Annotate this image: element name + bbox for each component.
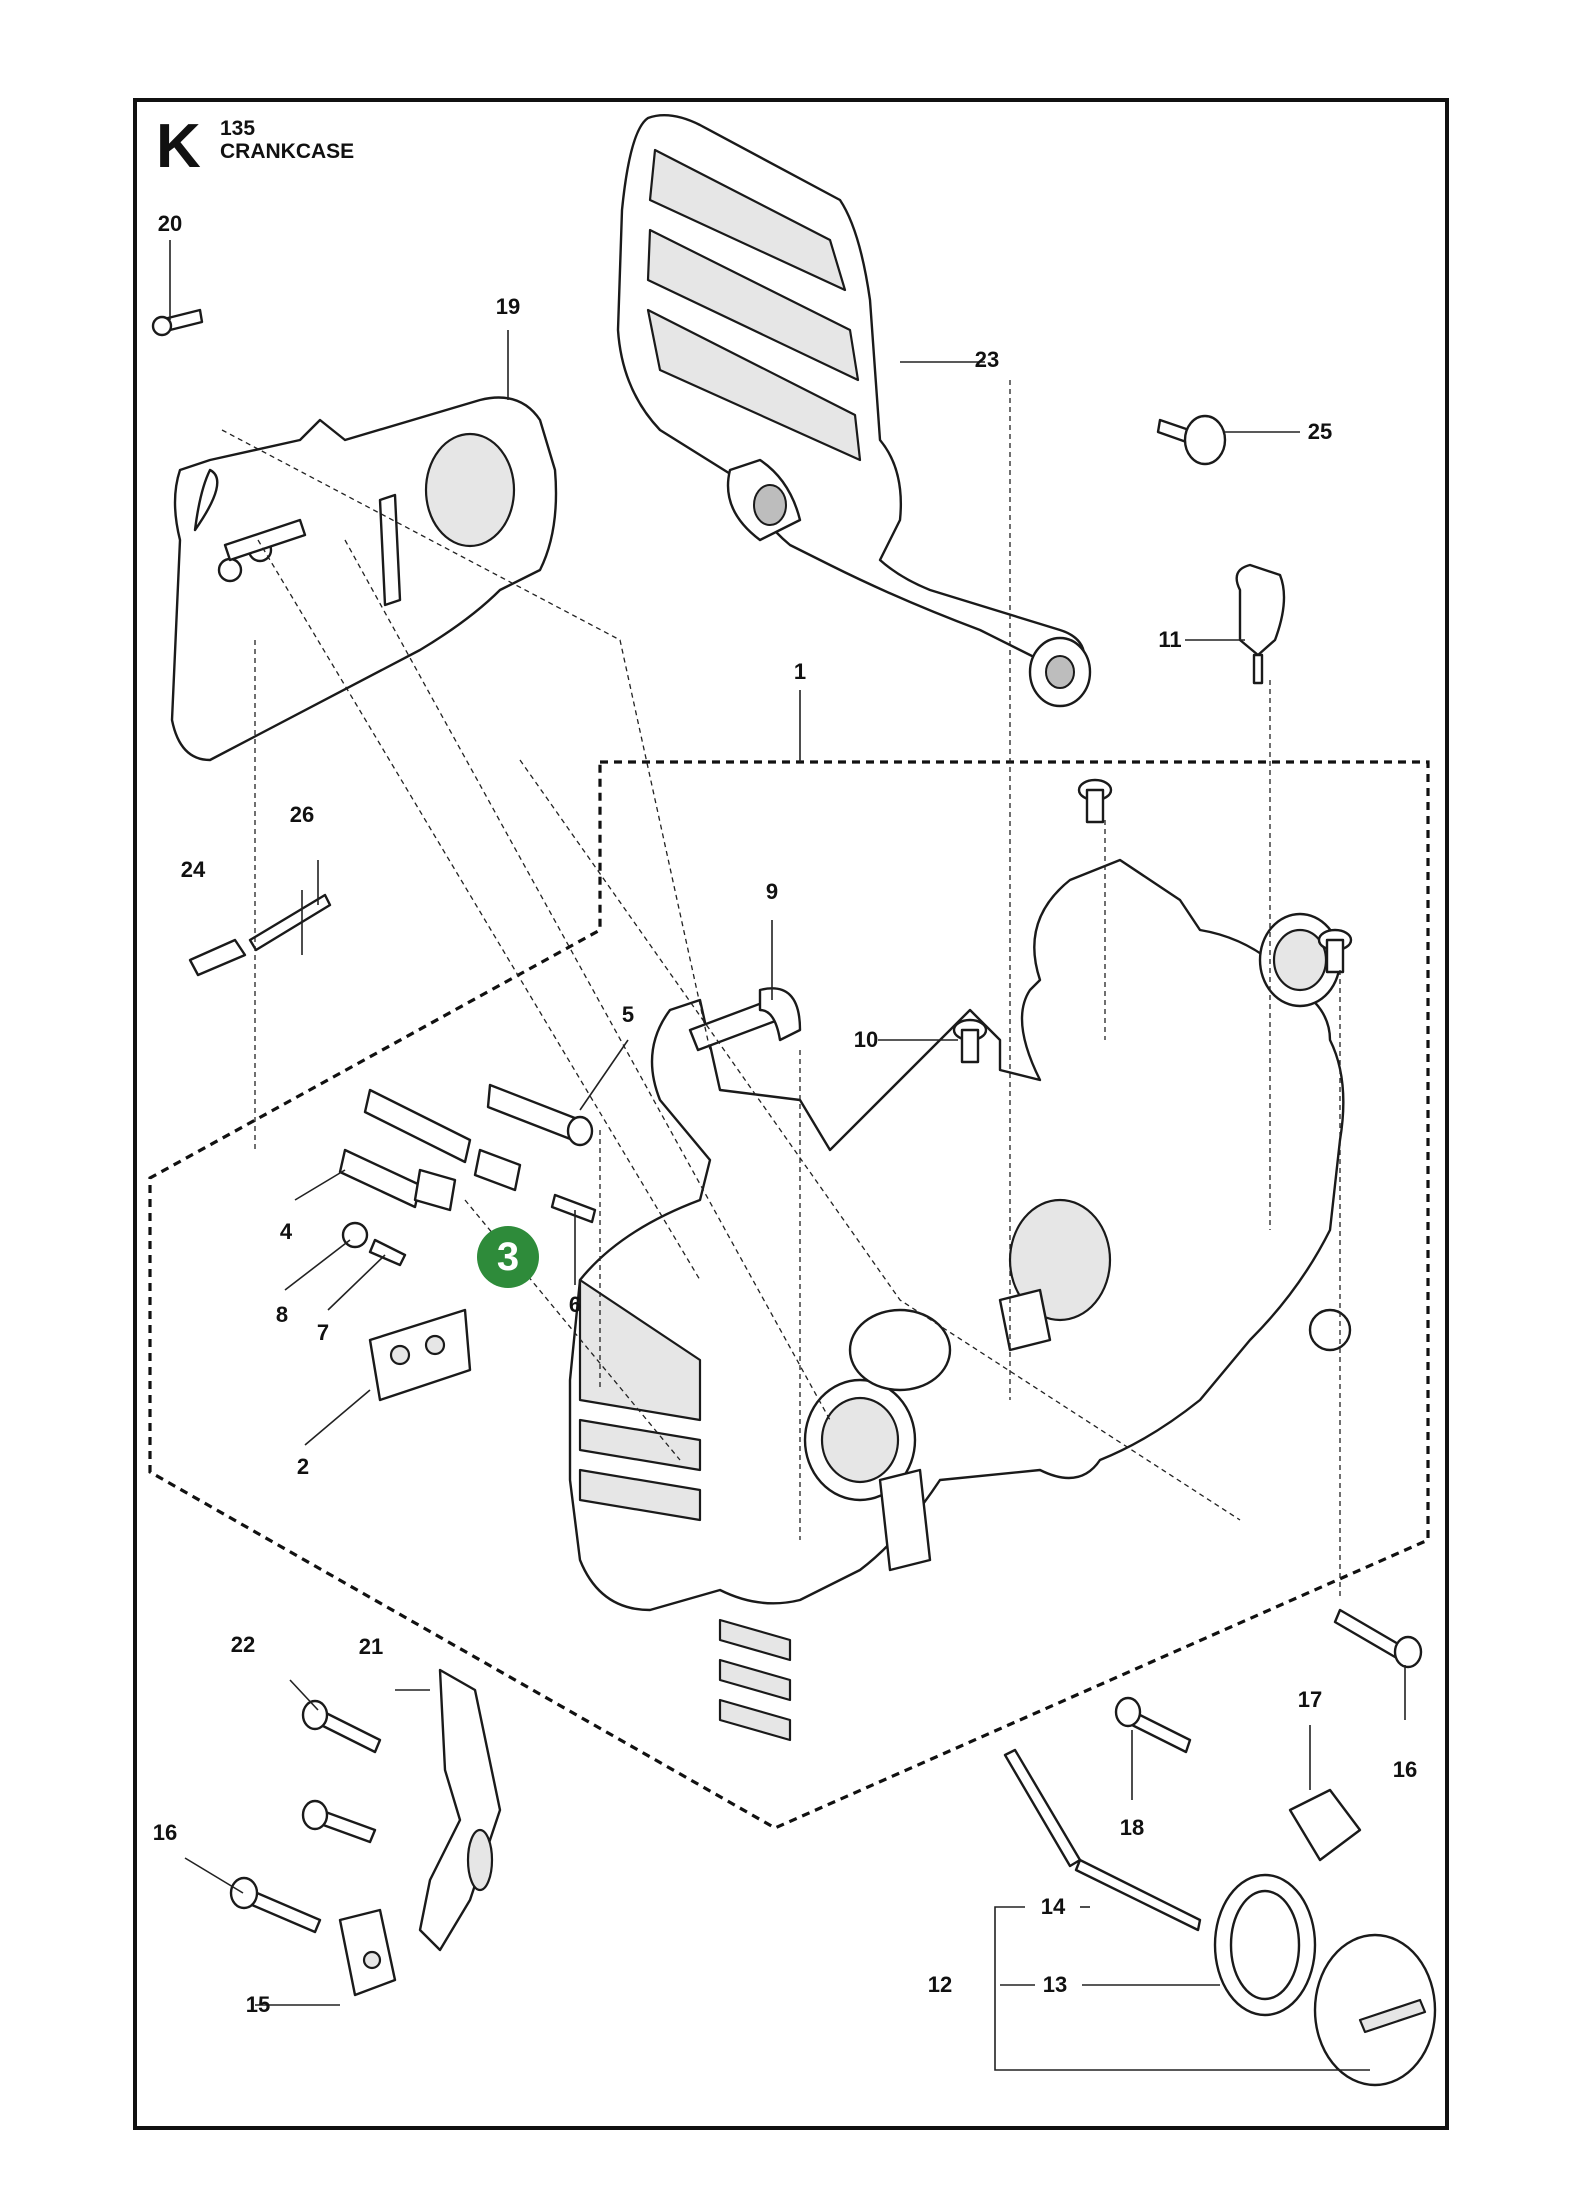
callout-14: 14 (1040, 1894, 1066, 1919)
part-20-screw (151, 308, 204, 337)
part-16-screw-right (1333, 1608, 1423, 1669)
callout-9: 9 (765, 879, 779, 904)
part-15-bracket (338, 1908, 397, 1997)
callout-16-left: 16 (152, 1820, 178, 1845)
callout-7: 7 (316, 1320, 330, 1345)
part-13-seal (1213, 1873, 1317, 2017)
callout-24: 24 (180, 857, 206, 882)
callout-23: 23 (974, 347, 1000, 372)
part-21-bumper-spike (418, 1668, 502, 1952)
callout-10: 10 (853, 1027, 879, 1052)
part-7-screw (368, 1238, 407, 1267)
callout-21: 21 (358, 1634, 384, 1659)
callout-17: 17 (1297, 1687, 1323, 1712)
callout-22: 22 (230, 1632, 256, 1657)
part-top-screw-a (1077, 778, 1113, 824)
part-18-screw (1114, 1696, 1192, 1754)
part-23-brake-handle (616, 114, 1092, 708)
callout-18: 18 (1119, 1815, 1145, 1840)
part-5-pin (486, 1083, 594, 1147)
part-9-stud (688, 987, 802, 1052)
part-top-screw-b (1317, 928, 1353, 974)
part-3-rod (363, 1088, 522, 1192)
part-17-plug (1288, 1788, 1362, 1862)
callout-12: 12 (927, 1972, 953, 1997)
leader-lines (169, 240, 1406, 2071)
part-26-spring (248, 893, 332, 952)
part-11-clip (1235, 563, 1286, 685)
part-14-strainer (1003, 1748, 1202, 1932)
part-16-screw-left (229, 1876, 322, 1934)
part-12-cap (1313, 1933, 1437, 2087)
callout-15: 15 (245, 1992, 271, 2017)
callout-25: 25 (1307, 419, 1333, 444)
callout-6: 6 (568, 1292, 582, 1317)
callout-4: 4 (279, 1219, 293, 1244)
assembly-boundary (148, 760, 1430, 1830)
section-number: 135 (220, 117, 256, 140)
part-1-crankcase (568, 858, 1352, 1742)
callout-11: 11 (1158, 627, 1182, 652)
callout-16-right: 16 (1392, 1757, 1418, 1782)
diagram-frame (133, 98, 1449, 2130)
callout-19: 19 (495, 294, 521, 319)
callout-5: 5 (621, 1002, 635, 1027)
callout-1: 1 (793, 659, 807, 684)
part-2-bracket (368, 1308, 472, 1402)
part-22-screw-b (301, 1799, 377, 1844)
part-24-pin (188, 938, 247, 977)
part-25-bolt (1156, 414, 1227, 466)
section-letter: K (156, 112, 201, 181)
callout-13: 13 (1042, 1972, 1068, 1997)
highlight-badge-3: 3 (477, 1226, 539, 1288)
part-19-side-plate (170, 396, 558, 762)
part-6-pin (550, 1193, 597, 1224)
part-4-pin (338, 1148, 457, 1212)
part-22-screw-a (301, 1699, 382, 1754)
part-10-screw (952, 1018, 988, 1064)
section-title: CRANKCASE (220, 140, 355, 163)
callout-8: 8 (275, 1302, 289, 1327)
callout-20: 20 (157, 211, 183, 236)
callout-26: 26 (289, 802, 315, 827)
callout-2: 2 (296, 1454, 310, 1479)
